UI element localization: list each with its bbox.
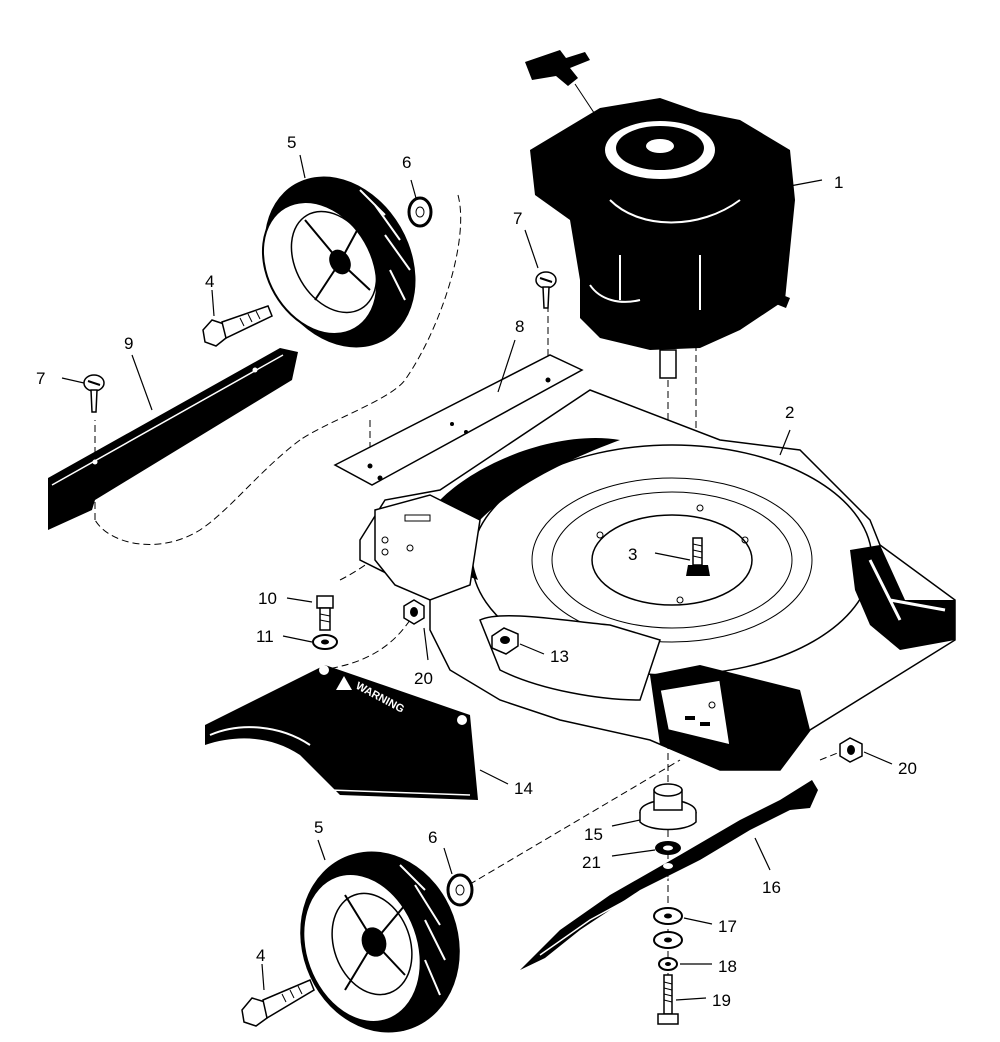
discharge-chute: WARNING xyxy=(205,665,478,800)
label-18: 18 xyxy=(718,957,737,976)
leader-lines xyxy=(61,154,893,1001)
nut-20-left xyxy=(403,599,425,625)
label-13: 13 xyxy=(550,647,569,666)
label-16: 16 xyxy=(762,878,781,897)
label-6-front: 6 xyxy=(428,828,437,847)
screw-top xyxy=(535,271,557,309)
front-axle-washer xyxy=(446,873,474,907)
bolt-10 xyxy=(316,595,334,631)
washer-18 xyxy=(658,957,678,971)
label-5-rear: 5 xyxy=(287,133,296,152)
label-1: 1 xyxy=(834,173,843,192)
label-19: 19 xyxy=(712,991,731,1010)
rear-axle-bolt xyxy=(202,305,273,347)
rear-flap xyxy=(48,348,298,530)
washer-11 xyxy=(312,634,338,650)
handle-bracket xyxy=(333,354,584,486)
nut-20-right xyxy=(839,737,863,763)
blade-adapter xyxy=(639,783,697,831)
engine xyxy=(525,50,795,379)
label-7-top: 7 xyxy=(513,209,522,228)
washer-17 xyxy=(653,907,683,949)
label-20-left: 20 xyxy=(414,669,433,688)
label-20-right: 20 xyxy=(898,759,917,778)
label-9: 9 xyxy=(124,334,133,353)
label-3: 3 xyxy=(628,545,637,564)
deck-bolt xyxy=(686,537,710,576)
front-wheel xyxy=(300,851,460,1033)
label-17: 17 xyxy=(718,917,737,936)
label-7-left: 7 xyxy=(36,369,45,388)
mower-deck xyxy=(359,389,956,771)
label-15: 15 xyxy=(584,825,603,844)
rear-wheel xyxy=(261,176,416,348)
label-4-rear: 4 xyxy=(205,272,214,291)
blade-bolt xyxy=(657,974,679,1025)
label-8: 8 xyxy=(515,317,524,336)
label-5-front: 5 xyxy=(314,818,323,837)
label-11: 11 xyxy=(256,627,274,646)
screw-left xyxy=(83,374,105,413)
blade xyxy=(520,780,818,970)
label-6-rear: 6 xyxy=(402,153,411,172)
key-21 xyxy=(655,841,681,855)
front-axle-bolt xyxy=(241,979,315,1027)
rear-axle-washer xyxy=(407,196,433,228)
label-21: 21 xyxy=(582,853,601,872)
label-2: 2 xyxy=(785,403,794,422)
label-10: 10 xyxy=(258,589,277,608)
label-14: 14 xyxy=(514,779,533,798)
part-labels: 1 2 3 4 4 5 5 6 6 7 7 8 9 10 11 13 14 15… xyxy=(36,133,917,1010)
label-4-front: 4 xyxy=(256,946,265,965)
nut-13 xyxy=(491,627,519,655)
